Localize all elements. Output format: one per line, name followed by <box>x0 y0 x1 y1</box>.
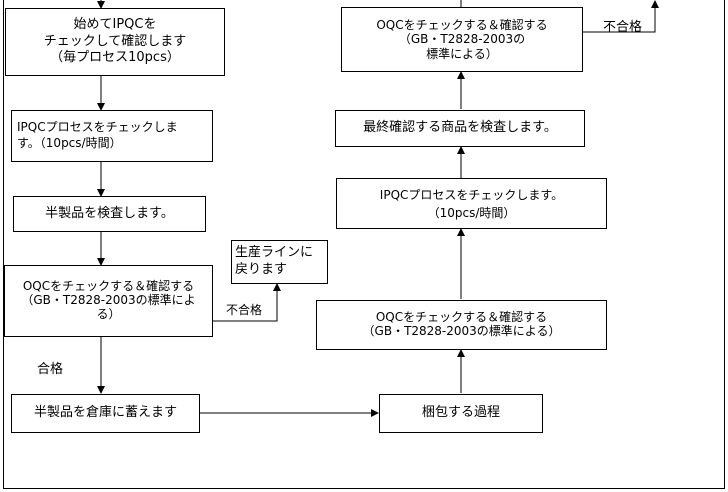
diagram-frame <box>3 0 725 489</box>
arrow-oqc-top-fail <box>583 0 659 33</box>
node-ipqc-left-line-1: IPQCプロセスをチェックしま <box>17 120 178 135</box>
node-start-ipqc: 始めてIPQCを チェックして確認します （毎プロセス10pcs） <box>5 8 225 76</box>
node-semi-inspect: 半製品を検査します。 <box>13 196 206 232</box>
edge-label-fail-left: 不合格 <box>226 303 263 317</box>
node-oqc-left-line-1: OQCをチェックする＆確認する <box>22 279 195 294</box>
node-oqc-left-line-3: る） <box>96 306 121 321</box>
node-oqc-check-top: OQCをチェックする＆確認する （GB・T2828-2003の 標準による） <box>341 7 583 72</box>
node-packing-line-1: 梱包する過程 <box>421 405 500 421</box>
node-ipqc-process-right: IPQCプロセスをチェックします。 （10pcs/時間） <box>336 178 607 229</box>
node-return-line-1: 生産ラインに <box>235 245 314 261</box>
node-ipqc-right-line-1: IPQCプロセスをチェックします。 <box>379 187 564 202</box>
edge-label-pass-left: 合格 <box>37 362 64 377</box>
node-oqc-right-line-2: （GB・T2828-2003の標準による） <box>362 324 561 338</box>
node-return-production-line: 生産ラインに 戻ります <box>231 240 328 284</box>
node-start-line-3: （毎プロセス10pcs） <box>50 50 180 66</box>
node-ipqc-left-line-2: す。（10pcs/時間） <box>17 136 122 150</box>
node-store-line-1: 半製品を倉庫に蓄えます <box>33 405 177 421</box>
node-oqc-check-left: OQCをチェックする＆確認する （GB・T2828-2003の標準によ る） <box>4 265 213 337</box>
node-oqc-top-line-2: （GB・T2828-2003の <box>398 32 526 47</box>
node-packing-process: 梱包する過程 <box>379 394 543 433</box>
node-ipqc-process-left: IPQCプロセスをチェックしま す。（10pcs/時間） <box>11 110 213 162</box>
edge-label-fail-top: 不合格 <box>603 20 643 35</box>
node-start-line-1: 始めてIPQCを <box>73 16 157 32</box>
node-oqc-top-line-1: OQCをチェックする＆確認する <box>376 17 548 32</box>
node-final-line-1: 最終確認する商品を検査します。 <box>363 120 557 136</box>
node-oqc-check-right: OQCをチェックする＆確認する （GB・T2828-2003の標準による） <box>316 300 607 350</box>
node-store-warehouse: 半製品を倉庫に蓄えます <box>11 394 200 433</box>
node-return-line-2: 戻ります <box>235 262 288 277</box>
node-start-line-2: チェックして確認します <box>43 33 187 49</box>
node-semi-inspect-line-1: 半製品を検査します。 <box>45 205 174 221</box>
node-oqc-right-line-1: OQCをチェックする＆確認する <box>375 310 548 325</box>
node-oqc-top-line-3: 標準による） <box>426 46 498 61</box>
node-oqc-left-line-2: （GB・T2828-2003の標準によ <box>21 293 196 308</box>
arrow-oqc-fail-to-return <box>212 283 281 322</box>
node-final-inspection: 最終確認する商品を検査します。 <box>335 110 585 147</box>
node-ipqc-right-line-2: （10pcs/時間） <box>427 205 516 220</box>
